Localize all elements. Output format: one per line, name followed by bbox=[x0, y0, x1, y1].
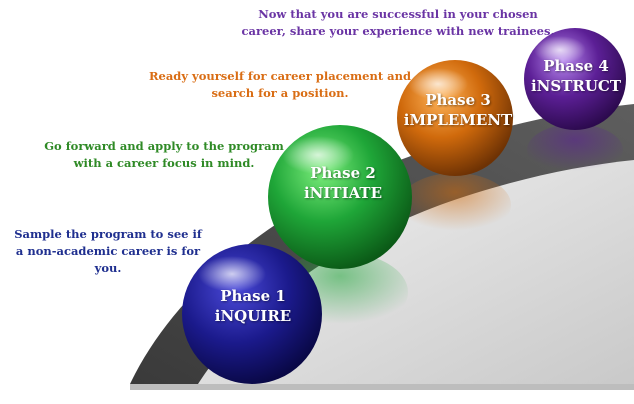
phase-3-caption: Ready yourself for career placement and … bbox=[140, 68, 420, 102]
phase-4-name: iNSTRUCT bbox=[530, 77, 622, 95]
phase-1-caption: Sample the program to see if a non-acade… bbox=[8, 226, 208, 277]
phase-3-reflection bbox=[399, 173, 511, 237]
phase-1-name: iNQUIRE bbox=[214, 307, 292, 325]
ground-strip bbox=[130, 384, 634, 390]
phase-3-caption-line: search for a position. bbox=[211, 86, 349, 100]
phase-2-name: iNITIATE bbox=[303, 184, 383, 202]
phase-4-caption-line: Now that you are successful in your chos… bbox=[258, 7, 538, 21]
phase-1-label: Phase 1 iNQUIRE bbox=[183, 286, 323, 326]
phase-1-number: Phase 1 bbox=[220, 287, 286, 305]
phase-3-name: iMPLEMENT bbox=[403, 111, 513, 129]
phase-2-highlight bbox=[282, 136, 354, 174]
phase-2-caption-line: Go forward and apply to the program bbox=[44, 139, 284, 153]
phase-1-caption-line: Sample the program to see if bbox=[14, 227, 202, 241]
phase-2-label: Phase 2 iNITIATE bbox=[268, 163, 418, 203]
phase-3-label: Phase 3 iMPLEMENT bbox=[398, 90, 518, 130]
phase-2-number: Phase 2 bbox=[310, 164, 376, 182]
phase-1-highlight bbox=[198, 256, 266, 292]
phase-4-highlight bbox=[534, 36, 586, 64]
phase-1-caption-line: you. bbox=[94, 261, 122, 275]
phase-4-caption: Now that you are successful in your chos… bbox=[228, 6, 568, 40]
phase-1-caption-line: a non-academic career is for bbox=[15, 244, 201, 258]
phase-2-caption-line: with a career focus in mind. bbox=[73, 156, 255, 170]
phase-3-number: Phase 3 bbox=[425, 91, 491, 109]
phase-4-label: Phase 4 iNSTRUCT bbox=[520, 56, 632, 96]
phase-4-reflection bbox=[527, 124, 623, 176]
phase-3-highlight bbox=[408, 68, 468, 100]
phase-3-caption-line: Ready yourself for career placement and bbox=[148, 69, 412, 83]
phase-2-caption: Go forward and apply to the program with… bbox=[34, 138, 294, 172]
phase-4-caption-line: career, share your experience with new t… bbox=[241, 24, 555, 38]
phase-4-number: Phase 4 bbox=[543, 57, 609, 75]
